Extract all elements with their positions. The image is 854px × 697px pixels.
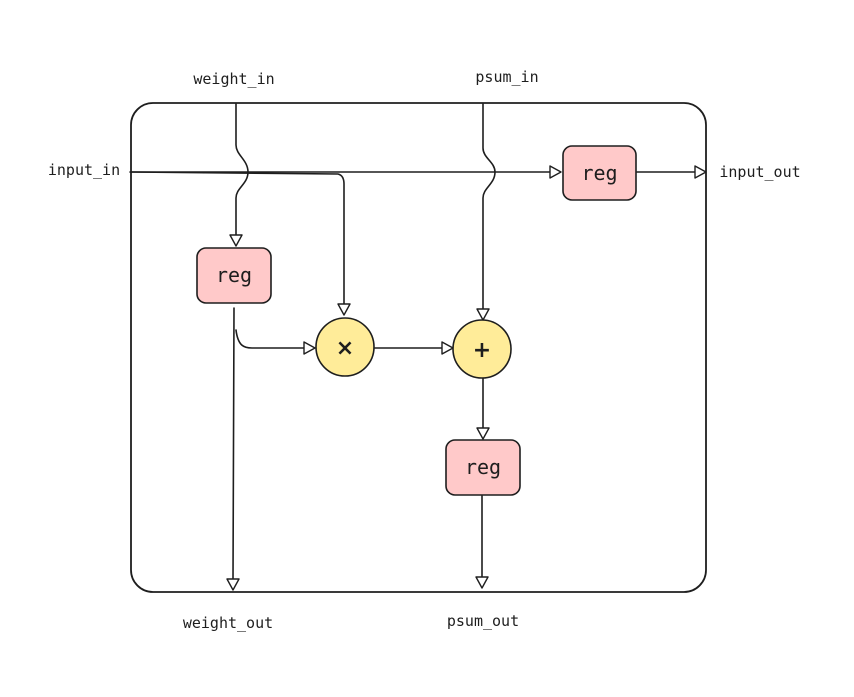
multiplier-node: × <box>315 317 375 377</box>
reg-weight-label: reg <box>216 263 252 287</box>
label-input-out: input_out <box>719 163 800 181</box>
multiplier-symbol: × <box>336 336 354 361</box>
reg-psum-block: reg <box>445 439 521 496</box>
wire-input-to-multiplier <box>129 171 345 306</box>
adder-symbol: + <box>473 338 491 363</box>
arrowhead-multiplier-left <box>303 341 316 355</box>
arrowhead-adder-left <box>441 341 454 355</box>
arrowhead-input-reg-in <box>549 165 562 179</box>
arrowhead-psum-reg-in <box>476 427 490 440</box>
label-weight-out: weight_out <box>183 614 273 632</box>
arrowhead-multiplier-top <box>337 303 351 316</box>
wire-weight-in <box>235 103 249 237</box>
label-weight-in: weight_in <box>193 70 274 88</box>
arrowhead-psum-out <box>475 576 489 589</box>
label-psum-in: psum_in <box>475 68 538 86</box>
reg-input-label: reg <box>581 161 617 185</box>
arrowhead-adder-top <box>476 308 490 321</box>
reg-weight-block: reg <box>196 247 272 304</box>
label-psum-out: psum_out <box>447 612 519 630</box>
label-input-in: input_in <box>48 161 120 179</box>
adder-node: + <box>452 319 512 379</box>
reg-input-block: reg <box>562 145 637 201</box>
wire-weight-to-multiplier <box>235 329 306 349</box>
wire-weight-reg-out <box>232 307 235 581</box>
wire-psum-in <box>482 103 496 311</box>
arrowhead-weight-out <box>226 578 240 591</box>
arrowhead-weight-reg-in <box>229 234 243 247</box>
reg-psum-label: reg <box>465 455 501 479</box>
arrowhead-input-out <box>694 165 707 179</box>
pe-boundary <box>130 102 707 593</box>
